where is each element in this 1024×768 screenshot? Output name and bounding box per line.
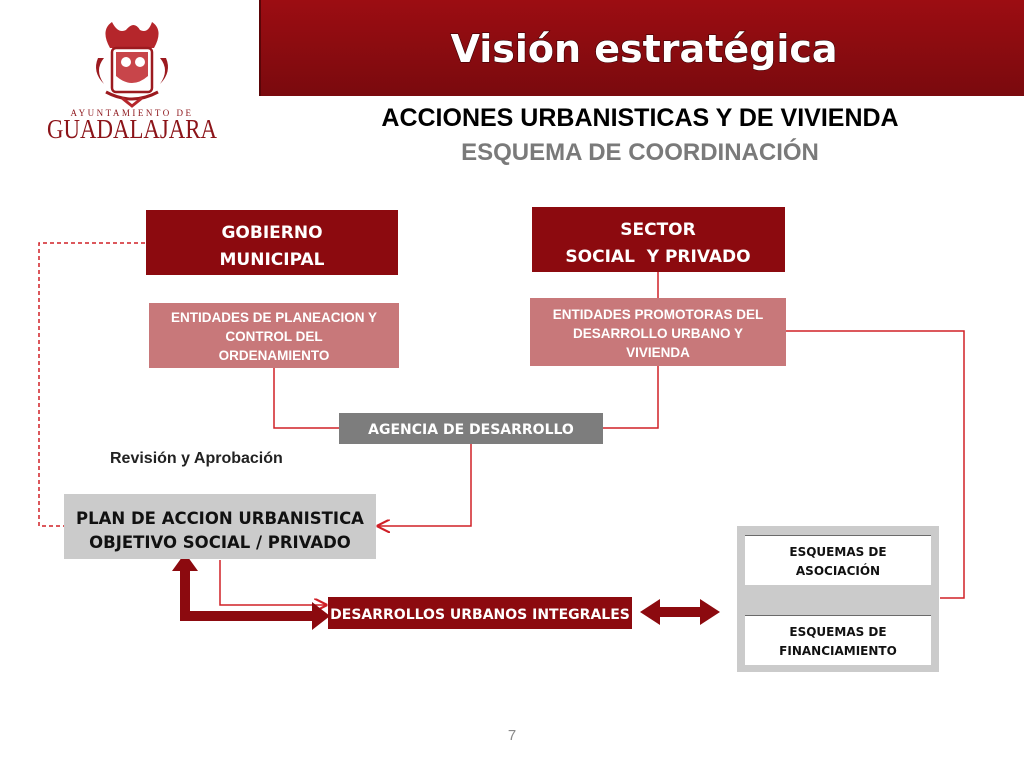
connector-plan-desarrollos <box>219 560 326 605</box>
sector-line2: SOCIAL Y PRIVADO <box>565 247 750 267</box>
esquemas-asociacion-box: ESQUEMAS DE ASOCIACIÓN <box>745 535 931 585</box>
asociacion-line2: ASOCIACIÓN <box>796 563 880 578</box>
desarrollos-box: DESARROLLOS URBANOS INTEGRALES <box>328 597 632 629</box>
logo-caption-small: AYUNTAMIENTO DE <box>70 108 193 118</box>
header-banner <box>260 0 1024 96</box>
esquemas-financiamiento-box: ESQUEMAS DE FINANCIAMIENTO <box>745 615 931 665</box>
entidades-planeacion-box: ENTIDADES DE PLANEACION Y CONTROL DEL OR… <box>149 303 399 368</box>
dashed-connector <box>38 242 145 527</box>
connector-promotoras-esquemas <box>786 330 965 599</box>
connector-lines <box>38 242 965 605</box>
financiamiento-line2: FINANCIAMIENTO <box>779 644 897 658</box>
connector-planeacion-agencia <box>273 368 339 429</box>
coat-of-arms-icon <box>96 22 168 108</box>
desarrollos-label: DESARROLLOS URBANOS INTEGRALES <box>330 607 630 623</box>
entidades-promotoras-box: ENTIDADES PROMOTORAS DEL DESARROLLO URBA… <box>530 298 786 366</box>
gobierno-line1: GOBIERNO <box>221 223 322 243</box>
guadalajara-logo: AYUNTAMIENTO DE GUADALAJARA <box>47 22 217 144</box>
connector-promotoras-agencia <box>603 366 659 429</box>
sector-social-privado-box: SECTOR SOCIAL Y PRIVADO <box>532 207 785 272</box>
plan-line1: PLAN DE ACCION URBANISTICA <box>76 509 364 528</box>
agencia-label: AGENCIA DE DESARROLLO <box>368 422 574 438</box>
planeacion-line1: ENTIDADES DE PLANEACION Y <box>171 310 377 325</box>
logo-caption-large: GUADALAJARA <box>47 114 217 144</box>
page-number: 7 <box>508 727 516 744</box>
thick-l-arrow <box>172 553 330 630</box>
esquemas-container: ESQUEMAS DE ASOCIACIÓN ESQUEMAS DE FINAN… <box>737 526 939 672</box>
gobierno-line2: MUNICIPAL <box>220 250 325 270</box>
subtitle-acciones: ACCIONES URBANISTICAS Y DE VIVIENDA <box>381 104 898 132</box>
planeacion-line2: CONTROL DEL <box>225 329 322 344</box>
revision-aprobacion-label: Revisión y Aprobación <box>110 450 283 467</box>
financiamiento-line1: ESQUEMAS DE <box>789 625 886 639</box>
sector-line1: SECTOR <box>620 220 695 240</box>
banner-title: Visión estratégica <box>450 27 837 71</box>
promotoras-line1: ENTIDADES PROMOTORAS DEL <box>553 307 764 322</box>
double-arrow <box>640 599 720 625</box>
connector-agencia-plan <box>378 444 472 526</box>
asociacion-line1: ESQUEMAS DE <box>789 545 886 559</box>
agencia-desarrollo-box: AGENCIA DE DESARROLLO <box>339 413 603 444</box>
planeacion-line3: ORDENAMIENTO <box>219 348 330 363</box>
gobierno-municipal-box: GOBIERNO MUNICIPAL <box>146 210 398 275</box>
plan-accion-box: PLAN DE ACCION URBANISTICA OBJETIVO SOCI… <box>64 494 376 559</box>
promotoras-line2: DESARROLLO URBANO Y <box>573 326 743 341</box>
plan-line2: OBJETIVO SOCIAL / PRIVADO <box>89 533 351 552</box>
subtitle-esquema: ESQUEMA DE COORDINACIÓN <box>461 138 819 166</box>
promotoras-line3: VIVIENDA <box>626 345 690 360</box>
